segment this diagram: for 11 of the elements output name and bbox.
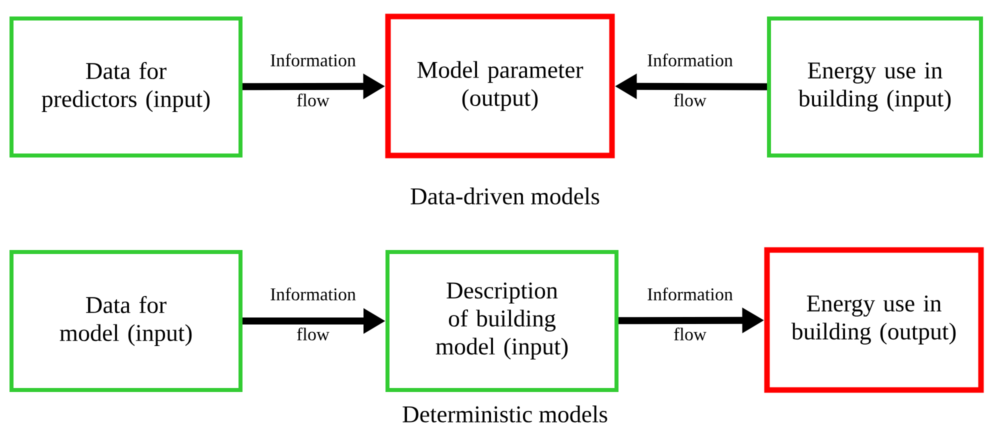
input-box: Data for predictors (input) — [10, 16, 242, 158]
input-box: Description of building model (input) — [386, 250, 618, 392]
output-box: Model parameter (output) — [385, 14, 615, 158]
input-box: Data for model (input) — [10, 250, 242, 392]
edge-label: Information flow — [648, 54, 733, 106]
output-box: Energy use in building (output) — [764, 247, 984, 393]
edge-label: Information flow — [270, 54, 356, 106]
caption: Data-driven models — [410, 188, 600, 204]
edge-label: Information flow — [270, 288, 356, 340]
input-box: Energy use in building (input) — [767, 16, 983, 158]
edge-label: Information flow — [648, 288, 733, 340]
